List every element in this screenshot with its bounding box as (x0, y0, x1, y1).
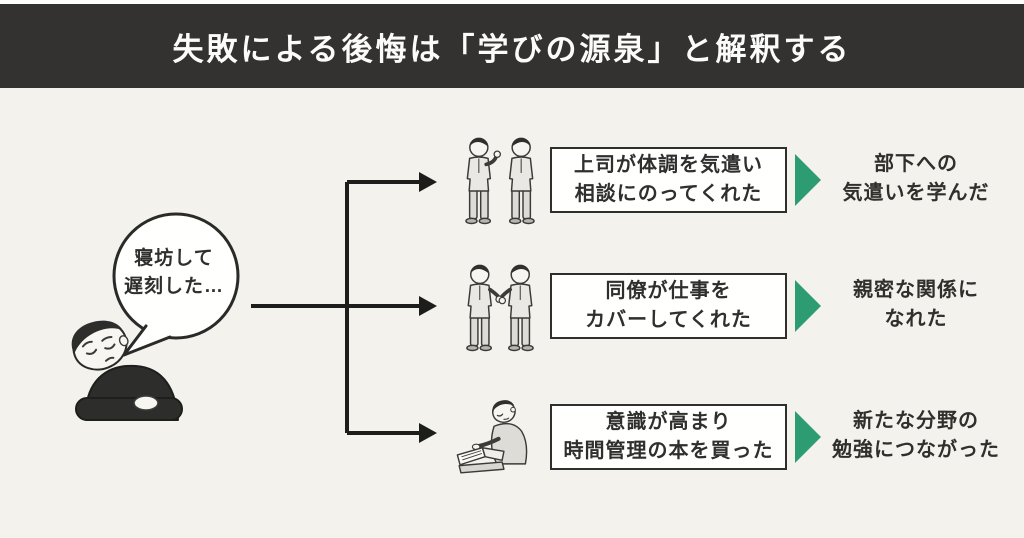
event-box: 上司が体調を気遣い 相談にのってくれた (550, 147, 787, 213)
outcome-line-2: 勉強につながった (832, 439, 1000, 461)
page-title: 失敗による後悔は「学びの源泉」と解釈する (172, 31, 852, 67)
event-box: 同僚が仕事を カバーしてくれた (550, 273, 787, 339)
green-arrow-icon (795, 280, 821, 332)
outcome-text: 部下への 気遣いを学んだ (818, 150, 1014, 208)
sad-person-illustration (71, 320, 183, 421)
outcome-line-2: なれた (884, 308, 948, 330)
event-line-1: 意識が高まり (605, 411, 732, 433)
outcome-line-1: 新たな分野の (853, 410, 979, 432)
handshake-illustration (466, 264, 534, 352)
outcome-text: 新たな分野の 勉強につながった (818, 407, 1014, 465)
green-arrow-icon (795, 411, 821, 463)
speech-bubble-text: 寝坊して 遅刻した… (110, 245, 238, 301)
event-line-2: カバーしてくれた (585, 309, 752, 331)
green-arrow-icon (795, 154, 821, 206)
bubble-line-1: 寝坊して (134, 248, 214, 269)
outcome-line-1: 部下への (874, 153, 958, 175)
bubble-line-2: 遅刻した… (123, 276, 224, 297)
event-box: 意識が高まり 時間管理の本を買った (550, 404, 787, 470)
outcome-text: 親密な関係に なれた (818, 276, 1014, 334)
event-line-2: 相談にのってくれた (574, 183, 763, 205)
outcome-line-1: 親密な関係に (853, 279, 979, 301)
title-bar: 失敗による後悔は「学びの源泉」と解釈する (0, 4, 1024, 88)
speech-bubble-icon (112, 212, 240, 357)
event-line-2: 時間管理の本を買った (563, 440, 774, 462)
two-men-talking-illustration (465, 137, 535, 225)
reading-book-illustration (456, 400, 528, 474)
event-line-1: 上司が体調を気遣い (574, 154, 763, 176)
event-line-1: 同僚が仕事を (605, 280, 732, 302)
outcome-line-2: 気遣いを学んだ (842, 182, 990, 204)
